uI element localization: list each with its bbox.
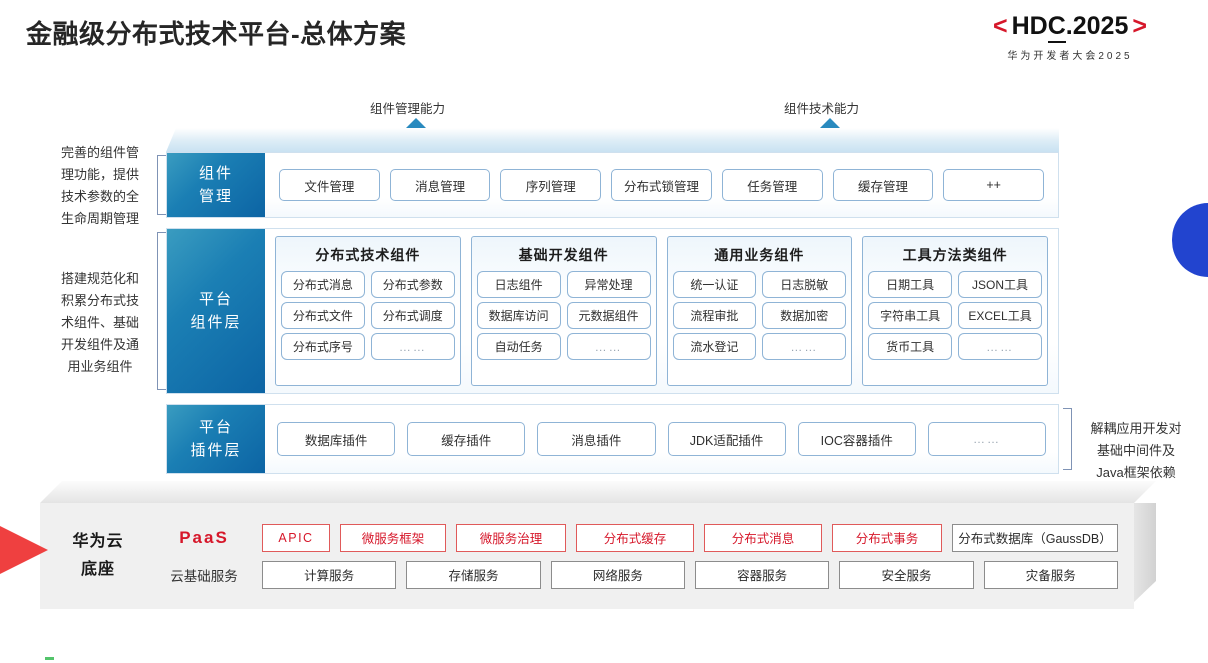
paas-tag: PaaS [179,527,229,547]
chip-distributed-schedule[interactable]: 分布式调度 [370,302,455,329]
chip-process-approval[interactable]: 流程审批 [672,302,757,329]
chip-distributed-lock-management[interactable]: 分布式锁管理 [611,169,712,201]
group-tool-methods: 工具方法类组件 日期工具 JSON工具 字符串工具 EXCEL工具 货币工具 …… [862,236,1048,386]
group-title: 工具方法类组件 [902,247,1008,263]
chip-more-dots[interactable]: …… [370,333,455,360]
layer-label-platform-components: 平台 组件层 [167,229,265,393]
pill-microservice-governance[interactable]: 微服务治理 [456,523,566,552]
brace-plugins [1063,408,1072,470]
group-title: 基础开发组件 [518,247,609,263]
cloud-services-row: 云基础服务 计算服务 存储服务 网络服务 容器服务 安全服务 灾备服务 [156,560,1118,589]
chip-file-management[interactable]: 文件管理 [279,169,380,201]
group-title: 分布式技术组件 [315,247,421,263]
chip-more-dots[interactable]: …… [762,333,847,360]
chip-cache-plugin[interactable]: 缓存插件 [407,422,526,456]
group-grid: 日志组件 异常处理 数据库访问 元数据组件 自动任务 …… [476,271,651,360]
group-grid: 统一认证 日志脱敏 流程审批 数据加密 流水登记 …… [672,271,847,360]
chip-jdk-adapter-plugin[interactable]: JDK适配插件 [667,422,786,456]
group-grid: 分布式消息 分布式参数 分布式文件 分布式调度 分布式序号 …… [281,271,455,360]
hdc-year: .2025 [1065,12,1129,40]
chip-ioc-container-plugin[interactable]: IOC容器插件 [797,422,916,456]
chip-auto-task[interactable]: 自动任务 [476,333,561,360]
chip-more-dots[interactable]: …… [958,333,1042,360]
brace-components [157,232,166,390]
pill-storage-service[interactable]: 存储服务 [406,560,541,589]
decor-green-tick [45,657,54,660]
layer-body-platform-components: 分布式技术组件 分布式消息 分布式参数 分布式文件 分布式调度 分布式序号 ……… [265,229,1058,393]
group-distributed-tech: 分布式技术组件 分布式消息 分布式参数 分布式文件 分布式调度 分布式序号 …… [275,236,461,386]
layer-body-component-management: 文件管理 消息管理 序列管理 分布式锁管理 任务管理 缓存管理 ++ [265,153,1058,217]
layer-component-management: 组件 管理 文件管理 消息管理 序列管理 分布式锁管理 任务管理 缓存管理 ++ [166,152,1059,218]
base-slab-top-face [40,481,1156,503]
hdc-logo: <HDC.2025> 华为开发者大会2025 [950,12,1190,62]
base-name: 华为云 底座 [72,533,124,578]
layer-platform-plugins: 平台 插件层 数据库插件 缓存插件 消息插件 JDK适配插件 IOC容器插件 …… [166,404,1059,474]
chip-distributed-file[interactable]: 分布式文件 [281,302,365,329]
group-common-business: 通用业务组件 统一认证 日志脱敏 流程审批 数据加密 流水登记 …… [666,236,853,386]
hdc-logo-main: <HDC.2025> [950,12,1190,43]
chip-unified-auth[interactable]: 统一认证 [672,271,757,298]
bracket-left-icon: < [993,12,1008,40]
side-note-plugins: 解耦应用开发对 基础中间件及 Java框架依赖 [1090,421,1182,480]
pill-security-service[interactable]: 安全服务 [839,560,974,589]
chip-metadata-component[interactable]: 元数据组件 [566,302,651,329]
pill-disaster-recovery-service[interactable]: 灾备服务 [983,560,1118,589]
pill-microservice-framework[interactable]: 微服务框架 [340,523,446,552]
hdc-underlined-c: C [1047,12,1066,43]
bracket-right-icon: > [1132,12,1147,40]
chip-message-plugin[interactable]: 消息插件 [537,422,656,456]
pill-distributed-transaction[interactable]: 分布式事务 [832,523,942,552]
chip-currency-tool[interactable]: 货币工具 [868,333,953,360]
pill-compute-service[interactable]: 计算服务 [262,560,397,589]
chip-exception-handling[interactable]: 异常处理 [566,271,651,298]
chip-more-dots[interactable]: …… [927,422,1047,456]
capability-label-technical: 组件技术能力 [784,102,860,116]
pill-distributed-cache[interactable]: 分布式缓存 [576,523,694,552]
pill-apic[interactable]: APIC [262,523,330,552]
chip-message-management[interactable]: 消息管理 [389,169,491,201]
chip-cache-management[interactable]: 缓存管理 [832,169,934,201]
huawei-cloud-base-panel: 华为云 底座 PaaS APIC 微服务框架 微服务治理 分布式缓存 分布式消息… [40,503,1134,609]
pill-distributed-database-gaussdb[interactable]: 分布式数据库（GaussDB） [952,523,1118,552]
base-slab-side-face [1133,503,1156,603]
chip-database-access[interactable]: 数据库访问 [476,302,561,329]
chip-json-tool[interactable]: JSON工具 [958,271,1042,298]
brace-management [157,155,166,215]
layer-platform-components: 平台 组件层 分布式技术组件 分布式消息 分布式参数 分布式文件 分布式调度 分… [166,228,1059,394]
hdc-text: HD [1011,12,1048,40]
layer-label-platform-plugins: 平台 插件层 [167,405,265,473]
chip-distributed-params[interactable]: 分布式参数 [370,271,455,298]
chip-log-masking[interactable]: 日志脱敏 [762,271,847,298]
chip-more-plus[interactable]: ++ [943,169,1045,201]
layer-label-component-management: 组件 管理 [167,153,265,217]
chip-log-component[interactable]: 日志组件 [476,271,561,298]
decor-sky-gradient [166,128,1059,152]
layer-body-platform-plugins: 数据库插件 缓存插件 消息插件 JDK适配插件 IOC容器插件 …… [265,405,1058,473]
decor-blue-halfcircle [1172,203,1208,277]
side-note-components: 搭建规范化和 积累分布式技 术组件、基础 开发组件及通 用业务组件 [60,271,139,374]
chip-date-tool[interactable]: 日期工具 [868,271,953,298]
page-title: 金融级分布式技术平台-总体方案 [26,19,407,49]
chip-more-dots[interactable]: …… [566,333,651,360]
chip-sequence-management[interactable]: 序列管理 [500,169,602,201]
capability-label-management: 组件管理能力 [370,102,446,116]
pill-network-service[interactable]: 网络服务 [550,560,685,589]
chip-database-plugin[interactable]: 数据库插件 [277,422,396,456]
chip-transaction-log[interactable]: 流水登记 [672,333,757,360]
chip-distributed-message[interactable]: 分布式消息 [281,271,365,298]
cloud-services-tag: 云基础服务 [170,568,238,584]
group-grid: 日期工具 JSON工具 字符串工具 EXCEL工具 货币工具 …… [868,271,1042,360]
side-note-management: 完善的组件管 理功能，提供 技术参数的全 生命周期管理 [60,145,139,226]
paas-row: PaaS APIC 微服务框架 微服务治理 分布式缓存 分布式消息 分布式事务 … [156,523,1118,552]
pill-container-service[interactable]: 容器服务 [694,560,830,589]
pill-distributed-message[interactable]: 分布式消息 [704,523,822,552]
chip-excel-tool[interactable]: EXCEL工具 [958,302,1042,329]
group-title: 通用业务组件 [714,247,805,263]
group-basic-development: 基础开发组件 日志组件 异常处理 数据库访问 元数据组件 自动任务 …… [470,236,657,386]
chip-data-encryption[interactable]: 数据加密 [762,302,847,329]
chip-task-management[interactable]: 任务管理 [721,169,823,201]
chip-distributed-serial[interactable]: 分布式序号 [281,333,365,360]
chip-string-tool[interactable]: 字符串工具 [868,302,953,329]
hdc-logo-subtitle: 华为开发者大会2025 [1007,51,1133,62]
